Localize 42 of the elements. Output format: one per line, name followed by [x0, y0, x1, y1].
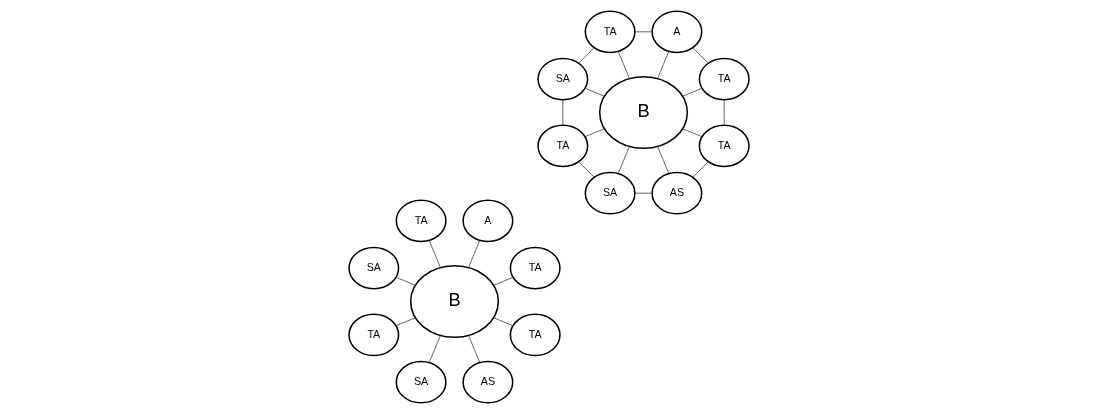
connector [493, 276, 514, 286]
connector [578, 161, 595, 178]
connector [468, 335, 481, 363]
connector [428, 240, 441, 268]
connector [723, 99, 725, 126]
node-ellipse: TA [698, 124, 750, 168]
connector [395, 276, 416, 286]
connector [428, 335, 441, 363]
connector [692, 161, 709, 178]
node-ellipse: B [598, 75, 689, 150]
node-ellipse: A [462, 199, 514, 243]
connector [468, 240, 481, 268]
node-ellipse: AS [462, 360, 514, 404]
connector [395, 317, 416, 327]
node-ellipse: TA [584, 10, 636, 54]
node-ellipse: TA [395, 199, 447, 243]
connector [682, 87, 703, 97]
connector [617, 146, 630, 174]
node-ellipse: SA [348, 246, 400, 290]
connector [584, 128, 605, 138]
node-ellipse: TA [698, 57, 750, 101]
node-ellipse: A [651, 10, 703, 54]
node-ellipse: B [409, 264, 500, 339]
node-ellipse: TA [509, 313, 561, 357]
node-ellipse: TA [537, 124, 589, 168]
node-ellipse: TA [348, 313, 400, 357]
node-ellipse: SA [395, 360, 447, 404]
connector [584, 87, 605, 97]
connector [657, 146, 670, 174]
connector [578, 47, 595, 64]
node-ellipse: SA [537, 57, 589, 101]
connector [657, 51, 670, 79]
connector [634, 31, 653, 33]
connector [634, 192, 653, 194]
node-ellipse: AS [651, 171, 703, 215]
node-ellipse: TA [509, 246, 561, 290]
connector [562, 99, 564, 126]
connector [493, 317, 514, 327]
connector [617, 51, 630, 79]
connector [692, 47, 709, 64]
node-ellipse: SA [584, 171, 636, 215]
connector [682, 128, 703, 138]
